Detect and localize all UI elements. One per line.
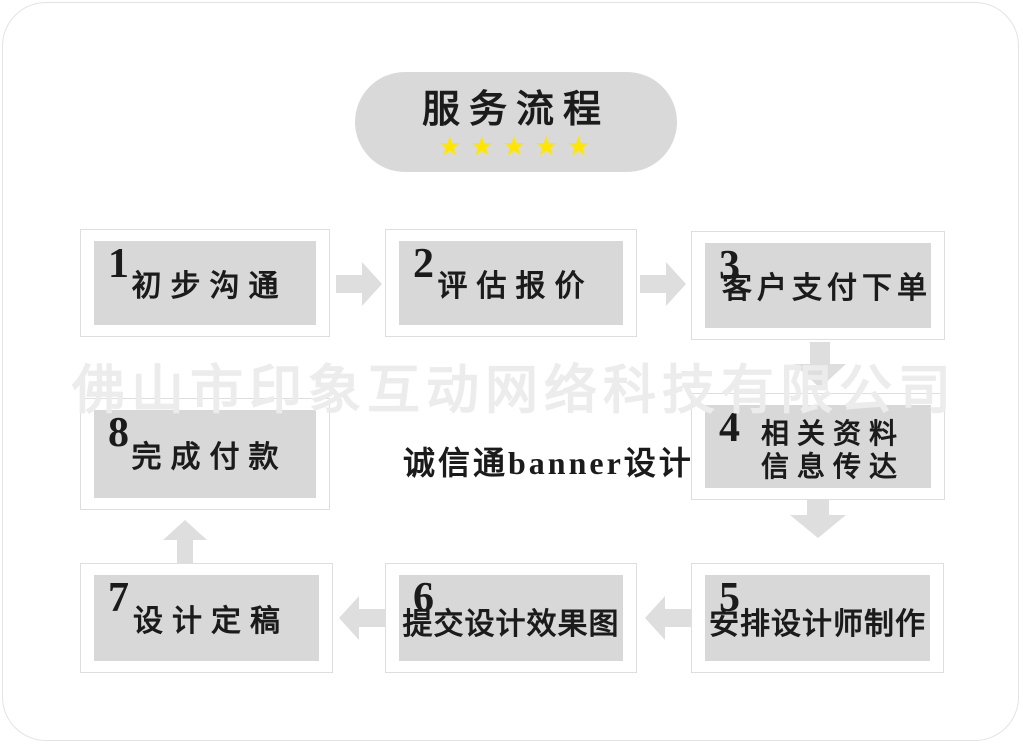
step-number: 3: [719, 243, 740, 289]
step-inner: 8 完成付款: [94, 410, 316, 498]
step-number: 2: [413, 241, 434, 287]
star-icon: ★: [501, 130, 531, 162]
step-box-2: 2 评估报价: [385, 229, 637, 337]
star-rating: ★ ★ ★ ★ ★: [355, 133, 677, 160]
step-inner: 4 相关资料 信息传达: [705, 405, 931, 488]
step-box-6: 6 提交设计效果图: [385, 563, 637, 673]
step-number: 5: [719, 575, 740, 621]
step-box-5: 5 安排设计师制作: [691, 563, 944, 673]
step-label: 相关资料 信息传达: [761, 419, 905, 483]
step-number: 8: [108, 410, 129, 456]
step-box-3: 3 客户支付下单: [691, 231, 945, 340]
step-inner: 2 评估报价: [399, 241, 623, 325]
step-box-7: 7 设计定稿: [80, 563, 333, 673]
step-inner: 1 初步沟通: [94, 241, 316, 325]
step-label: 客户支付下单: [722, 272, 932, 306]
step-number: 6: [413, 575, 434, 621]
step-label-line1: 相关资料: [760, 419, 905, 451]
step-number: 7: [108, 575, 129, 621]
center-caption: 诚信通banner设计: [403, 445, 694, 481]
step-label: 安排设计师制作: [709, 607, 926, 641]
step-number: 4: [719, 405, 740, 451]
step-label-line2: 信息传达: [760, 451, 905, 483]
step-box-1: 1 初步沟通: [80, 229, 330, 337]
step-inner: 6 提交设计效果图: [399, 575, 623, 661]
step-box-4: 4 相关资料 信息传达: [691, 393, 945, 500]
star-icon: ★: [469, 130, 498, 162]
step-label: 提交设计效果图: [402, 607, 620, 641]
star-icon: ★: [437, 130, 466, 162]
arrow-down-icon: [794, 342, 846, 388]
page-title: 服务流程: [421, 89, 610, 131]
step-label: 设计定稿: [133, 604, 289, 638]
header-pill: 服务流程 ★ ★ ★ ★ ★: [355, 72, 677, 172]
step-number: 1: [108, 241, 129, 287]
step-label: 初步沟通: [131, 269, 288, 303]
arrow-left-icon: [339, 596, 385, 640]
arrow-down-icon: [790, 496, 846, 538]
step-inner: 5 安排设计师制作: [705, 575, 930, 661]
arrow-up-icon: [163, 520, 207, 564]
star-icon: ★: [534, 130, 563, 162]
arrow-right-icon: [336, 262, 382, 306]
step-inner: 3 客户支付下单: [705, 243, 931, 328]
arrow-left-icon: [645, 596, 691, 640]
step-label: 评估报价: [437, 269, 594, 303]
star-icon: ★: [566, 130, 595, 162]
step-box-8: 8 完成付款: [80, 398, 330, 510]
arrow-right-icon: [640, 262, 686, 306]
step-inner: 7 设计定稿: [94, 575, 319, 661]
step-label: 完成付款: [131, 440, 288, 474]
